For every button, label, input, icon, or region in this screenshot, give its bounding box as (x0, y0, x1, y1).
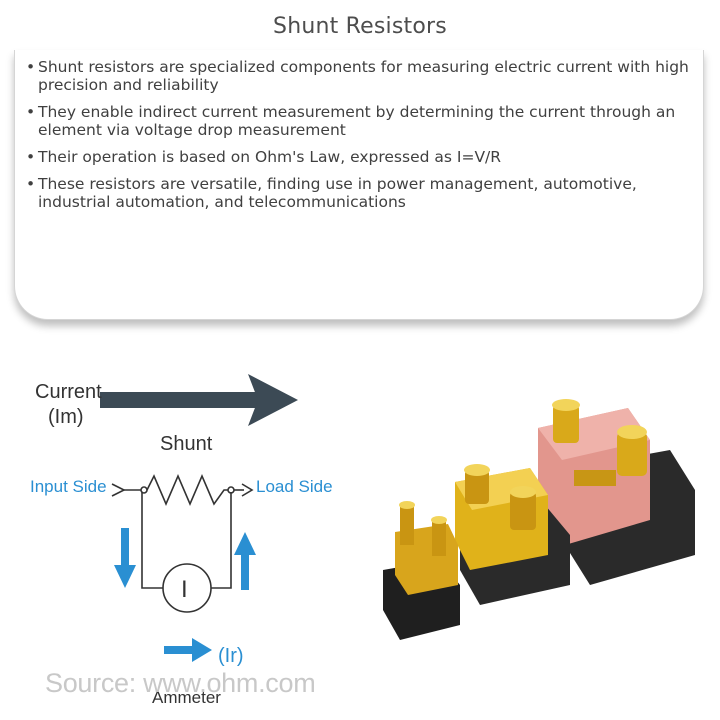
ir-label: (Ir) (218, 645, 244, 667)
up-arrow (234, 532, 256, 590)
ammeter-symbol: I (181, 576, 188, 603)
current-label: Current (35, 381, 102, 403)
load-side-label: Load Side (256, 477, 333, 496)
input-side-label: Input Side (30, 477, 107, 496)
down-arrow (114, 528, 136, 588)
bullet-item: Their operation is based on Ohm's Law, e… (26, 148, 706, 166)
shunt-label: Shunt (160, 433, 213, 455)
source-watermark: Source: www.ohm.com (45, 668, 316, 698)
ammeter-label: Ammeter (152, 688, 221, 707)
ir-arrow (164, 638, 212, 662)
page-title: Shunt Resistors (273, 14, 447, 39)
current-arrow (100, 374, 298, 426)
bullet-item: Shunt resistors are specialized componen… (26, 58, 706, 94)
shunt-diagram: Current (Im) Shunt Input Side Load Side … (30, 374, 695, 707)
bullet-item: They enable indirect current measurement… (26, 103, 706, 139)
bullet-list: Shunt resistors are specialized componen… (26, 58, 706, 220)
shunt-resistors-photo (383, 399, 695, 640)
resistor-symbol (111, 473, 254, 613)
bullet-item: These resistors are versatile, finding u… (26, 175, 706, 211)
current-symbol-label: (Im) (48, 406, 84, 428)
